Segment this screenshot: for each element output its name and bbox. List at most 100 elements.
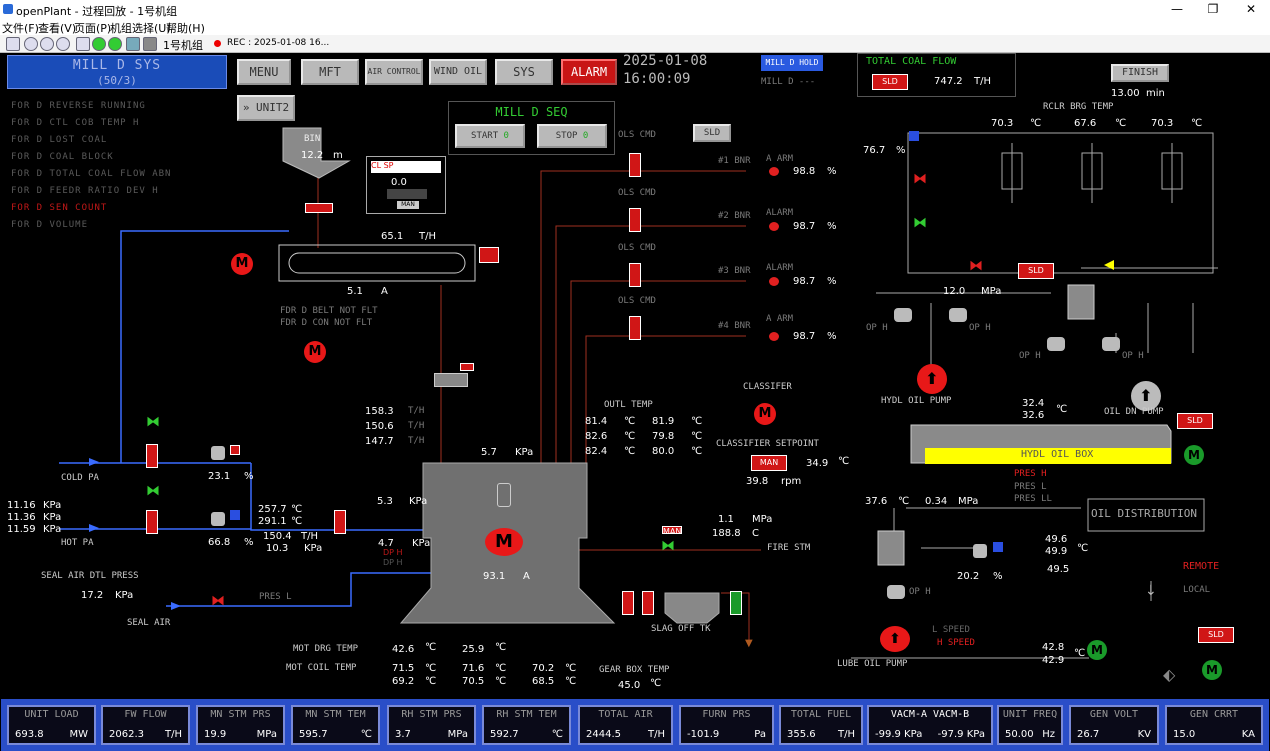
lube-pump-icon[interactable]: ⬆	[880, 626, 910, 652]
motor-temp-unit: ℃	[495, 642, 507, 653]
slag-valve-1[interactable]	[622, 591, 634, 615]
classifier-man-button[interactable]: MAN	[751, 455, 787, 471]
feeder-alarm-indicator	[479, 247, 499, 263]
close-button[interactable]: ✕	[1245, 2, 1257, 16]
flow-arrow-icon	[89, 458, 99, 466]
fire-stm-valve-icon[interactable]: ⧓	[661, 538, 675, 554]
air-control-button[interactable]: AIR CONTROL	[365, 59, 423, 85]
red-valve-icon[interactable]: ⧓	[913, 171, 927, 187]
oil-pump-icon[interactable]: ⬆	[1131, 381, 1161, 411]
print-icon[interactable]	[143, 37, 157, 51]
fire-stm-pressure: 1.1	[718, 514, 734, 525]
mill-amp: 93.1	[483, 571, 506, 582]
seal-air-pressure: 17.2	[81, 590, 104, 601]
seq-stop-button[interactable]: STOP 0	[537, 124, 607, 148]
hot-air-valve-icon[interactable]: ⧓	[146, 483, 160, 499]
slag-valve-2[interactable]	[642, 591, 654, 615]
hot-air-actuator[interactable]	[211, 512, 225, 526]
hot-air-damper-2[interactable]	[334, 510, 346, 534]
mill-motor-icon[interactable]: M	[304, 341, 326, 363]
zoom-in-icon[interactable]	[24, 37, 38, 51]
fire-stm-temp-unit: C	[752, 528, 759, 539]
minimize-button[interactable]: —	[1171, 2, 1183, 16]
red-valve-icon[interactable]: ⧓	[969, 258, 983, 274]
menu-file[interactable]: 文件(F)	[2, 22, 39, 35]
oil-pump-label: OIL DN PUMP	[1104, 407, 1164, 417]
cold-air-actuator[interactable]	[211, 446, 225, 460]
mft-button[interactable]: MFT	[301, 59, 359, 85]
hydraulic-pump-icon[interactable]: ⬆	[917, 364, 947, 394]
finish-button[interactable]: FINISH	[1111, 64, 1169, 82]
hot-air-auto-indicator	[230, 510, 240, 520]
unit-selector[interactable]: 1号机组	[163, 39, 203, 52]
zoom-fit-icon[interactable]	[56, 37, 70, 51]
burner-valve-4[interactable]	[629, 316, 641, 340]
classifier-speed: 39.8	[746, 476, 769, 487]
motor-coil-temp-2: 71.6	[462, 663, 485, 674]
outlet-temp-b2: 79.8	[652, 431, 675, 442]
fire-stm-temp: 188.8	[712, 528, 741, 539]
tank-icon: ⬖	[1163, 665, 1176, 684]
mill-main-motor-icon[interactable]: M	[485, 528, 523, 556]
lube-motor-2-icon[interactable]: M	[1202, 660, 1222, 680]
back-icon[interactable]	[92, 37, 106, 51]
menu-view[interactable]: 查看(V)	[38, 22, 77, 35]
window-title: openPlant - 过程回放 - 1号机组	[16, 5, 178, 18]
menu-button[interactable]: MENU	[237, 59, 291, 85]
home-icon[interactable]	[76, 37, 90, 51]
classifier-motor-icon[interactable]: M	[754, 403, 776, 425]
hydraulic-sld-button[interactable]: SLD	[1018, 263, 1054, 279]
feeder-motor-icon[interactable]: M	[231, 253, 253, 275]
oil-temp-2: 32.6	[1022, 410, 1045, 421]
mill-hold-button[interactable]: MILL D HOLD	[761, 55, 823, 71]
motor-temp-unit: ℃	[425, 676, 437, 687]
mill-inspection-port	[497, 483, 511, 507]
mill-inlet-valve[interactable]	[434, 373, 468, 387]
burner-valve-2[interactable]	[629, 208, 641, 232]
burner-name: #3 BNR	[718, 266, 751, 276]
mill-pressure-2: 4.7	[378, 538, 394, 549]
zoom-out-icon[interactable]	[40, 37, 54, 51]
menu-page[interactable]: 页面(P)	[74, 22, 112, 35]
sys-button[interactable]: SYS	[495, 59, 553, 85]
burner-valve-3[interactable]	[629, 263, 641, 287]
folder-icon[interactable]	[126, 37, 140, 51]
slag-valve-3[interactable]	[730, 591, 742, 615]
wind-oil-button[interactable]: WIND OIL	[429, 59, 487, 85]
forward-icon[interactable]	[108, 37, 122, 51]
burner-status: ALARM	[766, 263, 794, 273]
cold-air-valve-icon[interactable]: ⧓	[146, 414, 160, 430]
lube-sld-button[interactable]: SLD	[1198, 627, 1234, 643]
menu-help[interactable]: 帮助(H)	[166, 22, 205, 35]
unit2-button[interactable]: » UNIT2	[237, 95, 295, 121]
remote-mode[interactable]: REMOTE	[1183, 561, 1220, 572]
alarm-item: FOR D LOST COAL	[11, 135, 108, 145]
bin-gate-valve[interactable]	[305, 203, 333, 213]
maximize-button[interactable]: ❐	[1207, 2, 1219, 16]
burner-ols-tag: OLS CMD	[618, 188, 656, 198]
mill-flow-unit: T/H	[408, 406, 425, 416]
oil-box-motor-icon[interactable]: M	[1184, 445, 1204, 465]
seq-start-button[interactable]: START 0	[455, 124, 525, 148]
screenshot-icon[interactable]	[6, 37, 20, 51]
lube-motor-icon[interactable]: M	[1087, 640, 1107, 660]
green-valve-icon[interactable]: ⧓	[913, 215, 927, 231]
cold-air-damper[interactable]	[146, 444, 158, 468]
mill-dp-alarm-2: DP H	[383, 558, 403, 567]
total-coal-value: 747.2	[934, 76, 963, 87]
oil-pump-sld-button[interactable]: SLD	[1177, 413, 1213, 429]
local-mode[interactable]: LOCAL	[1183, 585, 1211, 595]
sld-button[interactable]: SLD	[693, 124, 731, 142]
lube-valve-icon[interactable]	[973, 544, 987, 558]
menu-unit[interactable]: 机组选择(U)	[110, 22, 171, 35]
scada-canvas: MILL D SYS (50/3) MENU MFT AIR CONTROL W…	[1, 53, 1269, 751]
seal-air-valve-icon[interactable]: ⧓	[211, 593, 225, 609]
burner-valve-1[interactable]	[629, 153, 641, 177]
alarm-button[interactable]: ALARM	[561, 59, 617, 85]
cl-man-button[interactable]: MAN	[397, 201, 419, 209]
mill-flow-unit: T/H	[408, 421, 425, 431]
total-coal-sld-button[interactable]: SLD	[872, 74, 908, 90]
hot-air-damper[interactable]	[146, 510, 158, 534]
